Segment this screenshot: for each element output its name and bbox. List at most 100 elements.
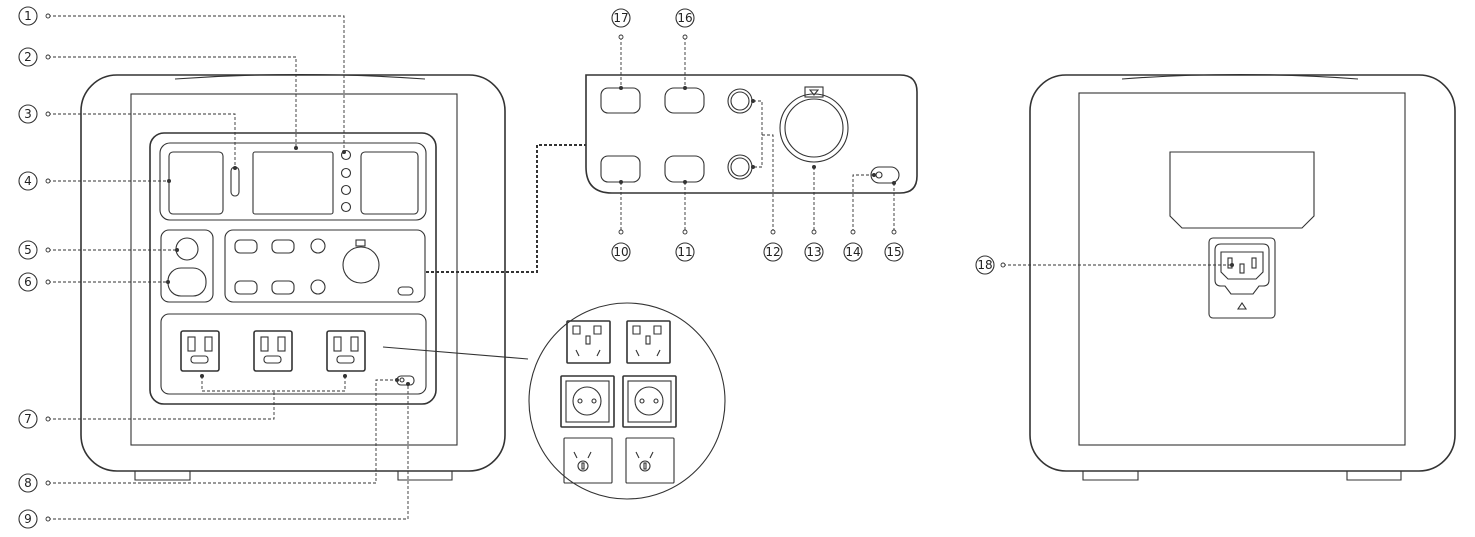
display-row — [159, 142, 427, 221]
svg-text:8: 8 — [24, 476, 32, 490]
callout-3: 3 — [18, 104, 38, 124]
rear-vent — [1169, 151, 1315, 229]
outlet-leader-line — [382, 346, 529, 360]
power-button[interactable] — [175, 237, 199, 261]
car-port-tab — [355, 239, 366, 247]
outlet-au-1 — [563, 437, 613, 484]
indicator-1 — [340, 149, 352, 161]
rear-view — [1029, 73, 1456, 481]
front-shell — [80, 74, 506, 472]
ac-inlet — [1214, 243, 1270, 295]
svg-text:1: 1 — [24, 9, 32, 23]
callout-8: 8 — [18, 473, 38, 493]
front-frame — [130, 93, 458, 446]
indicator-3 — [340, 184, 352, 196]
callout-5: 5 — [18, 240, 38, 260]
svg-text:18: 18 — [977, 258, 992, 272]
wireless-pad-left — [168, 151, 224, 215]
button-group — [160, 229, 214, 303]
callout-10: 10 — [611, 242, 631, 262]
svg-text:16: 16 — [677, 11, 692, 25]
ac-button[interactable] — [167, 267, 207, 297]
front-panel — [149, 132, 437, 405]
outlet-cn-1 — [566, 320, 611, 364]
detail-connector — [426, 144, 586, 273]
callout-4: 4 — [18, 171, 38, 191]
rear-shell — [1029, 74, 1456, 472]
usb-port-1 — [234, 239, 258, 254]
rear-frame — [1078, 92, 1406, 446]
svg-text:10: 10 — [613, 245, 628, 259]
detail-typec-11 — [664, 155, 705, 183]
indicator-2 — [340, 167, 352, 179]
front-view — [80, 73, 529, 481]
svg-text:6: 6 — [24, 275, 32, 289]
outlet-variants-circle — [528, 302, 726, 500]
small-switch — [397, 286, 414, 296]
led-switch — [230, 166, 240, 197]
detail-panel-outline — [585, 74, 918, 194]
callout-leaders — [45, 13, 1234, 522]
front-foot-right — [397, 471, 453, 481]
outlet-variants — [528, 302, 726, 500]
svg-text:5: 5 — [24, 243, 32, 257]
indicator-4 — [340, 201, 352, 213]
dc-port-1 — [310, 238, 326, 254]
svg-text:11: 11 — [677, 245, 692, 259]
svg-text:13: 13 — [806, 245, 821, 259]
callout-2: 2 — [18, 47, 38, 67]
iec-ac-inlet-icon — [1220, 251, 1264, 280]
callout-14: 14 — [843, 242, 863, 262]
usb-port-2 — [271, 239, 295, 254]
svg-text:14: 14 — [845, 245, 860, 259]
callout-numbers: 1 2 3 4 5 6 7 8 9 10 11 12 13 14 15 16 1… — [18, 6, 995, 529]
svg-text:12: 12 — [765, 245, 780, 259]
detail-typec-16 — [664, 87, 705, 114]
svg-text:15: 15 — [886, 245, 901, 259]
rear-foot-left — [1082, 471, 1139, 481]
detail-dc-top — [727, 88, 753, 114]
svg-text:9: 9 — [24, 512, 32, 526]
detail-car-tab — [804, 86, 824, 98]
rear-foot-right — [1346, 471, 1402, 481]
ac-indicator-dot — [399, 377, 405, 383]
callout-6: 6 — [18, 272, 38, 292]
front-foot-left — [134, 471, 191, 481]
ac-outlet-1 — [180, 330, 220, 372]
callout-17: 17 — [611, 8, 631, 28]
detail-panel — [426, 74, 918, 273]
warning-triangle-icon — [1236, 302, 1248, 310]
dc-port-2 — [310, 279, 326, 295]
svg-text:2: 2 — [24, 50, 32, 64]
usb-port-4 — [271, 280, 295, 295]
car-port — [342, 246, 380, 284]
detail-car-port — [779, 93, 849, 163]
wireless-pad-right — [360, 151, 419, 215]
ports-group — [224, 229, 426, 303]
usb-port-3 — [234, 280, 258, 295]
callout-18: 18 — [975, 255, 995, 275]
svg-text:17: 17 — [613, 11, 628, 25]
callout-7: 7 — [18, 409, 38, 429]
ac-outlet-3 — [326, 330, 366, 372]
callout-12: 12 — [763, 242, 783, 262]
svg-text:3: 3 — [24, 107, 32, 121]
ac-outlet-2 — [253, 330, 293, 372]
callout-9: 9 — [18, 509, 38, 529]
outlet-au-2 — [625, 437, 675, 484]
svg-text:7: 7 — [24, 412, 32, 426]
outlet-eu-2 — [622, 375, 677, 428]
outlet-eu-1 — [560, 375, 615, 428]
callout-11: 11 — [675, 242, 695, 262]
ac-outlet-group — [160, 313, 427, 395]
callout-15: 15 — [884, 242, 904, 262]
svg-text:4: 4 — [24, 174, 32, 188]
outlet-cn-2 — [626, 320, 671, 364]
detail-usb-10 — [600, 155, 641, 183]
ac-inlet-housing — [1208, 237, 1276, 319]
lcd-screen — [252, 151, 334, 215]
detail-usb-17 — [600, 87, 641, 114]
callout-1: 1 — [18, 6, 38, 26]
callout-13: 13 — [804, 242, 824, 262]
